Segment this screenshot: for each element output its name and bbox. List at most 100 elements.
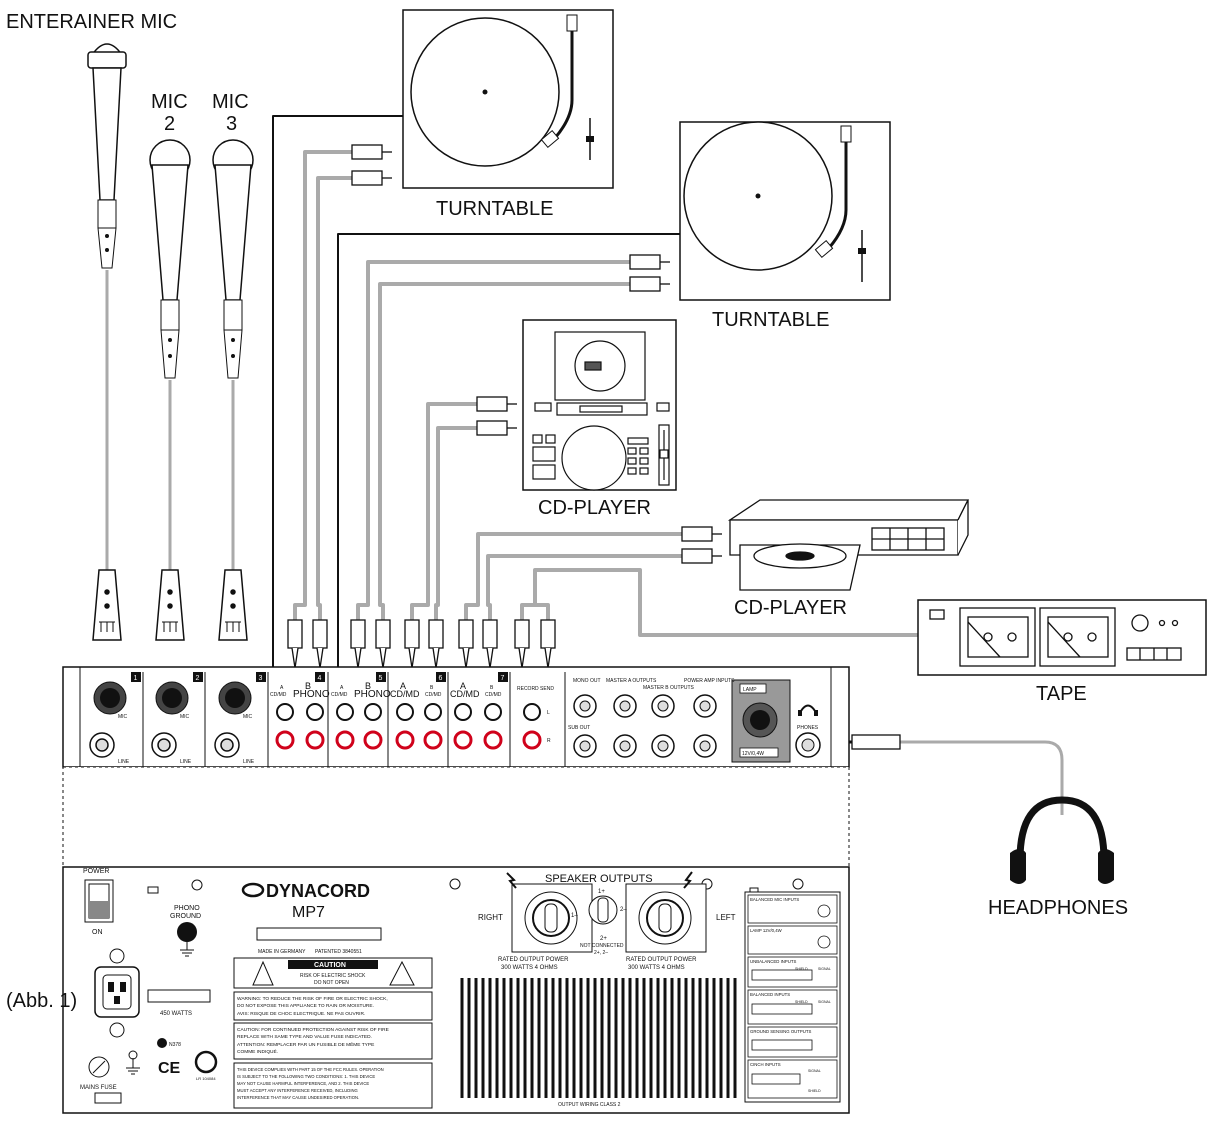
not-connected-pins-label: 2+, 2– — [594, 950, 608, 956]
ch1-line-label: LINE — [118, 759, 130, 765]
n378-label: N378 — [169, 1042, 181, 1048]
caution-sub2-label: DO NOT OPEN — [314, 980, 349, 986]
warning-triangle-icon — [252, 960, 274, 986]
cdplayer1-cable-left — [410, 402, 480, 620]
legend-ground-sensing: GROUND SENSING OUTPUTS — [750, 1029, 811, 1034]
channel-3-number: 3 — [259, 675, 263, 682]
not-connected-label: NOT CONNECTED — [580, 943, 624, 949]
fcc-text-3: MAY NOT CAUSE HARMFUL INTERFERENCE, AND … — [237, 1081, 369, 1086]
master-a-label: MASTER A OUTPUTS — [606, 678, 657, 684]
caution2-text-2: REPLACE WITH SAME TYPE AND VALUE FUSE IN… — [237, 1034, 372, 1040]
ch2-mic-label: MIC — [180, 714, 190, 720]
ch5-b-label: B — [365, 681, 371, 691]
ch1-mic-label: MIC — [118, 714, 128, 720]
heatsink — [460, 978, 737, 1098]
lamp-rating-label: 12V/0,4W — [742, 751, 764, 757]
mic-3 — [212, 139, 254, 379]
ch4-a-label: A — [280, 685, 284, 691]
channel-2-number: 2 — [196, 675, 200, 682]
fcc-text-5: INTERFERENCE THAT MAY CAUSE UNDESIRED OP… — [237, 1095, 359, 1100]
made-in-label: MADE IN GERMANY — [258, 949, 306, 955]
ch5-cdmd-label: CD/MD — [331, 692, 348, 698]
labels: ENTERAINER MIC MIC 2 MIC 3 TURNTABLE TUR… — [6, 11, 1128, 1012]
ground-symbol-icon — [126, 1058, 140, 1075]
mic3-label-top: MIC — [212, 91, 249, 113]
channel-6-number: 6 — [439, 675, 443, 682]
lightning-right-icon — [506, 872, 517, 889]
mixer-panel — [62, 666, 850, 868]
cdplayer2-label: CD-PLAYER — [734, 597, 847, 619]
channel-7-number: 7 — [501, 675, 505, 682]
ch6-cdmd-b-label: CD/MD — [425, 692, 442, 698]
caution2-text-1: CAUTION: FOR CONTINUED PROTECTION AGAINS… — [237, 1027, 389, 1033]
phones-label: PHONES — [797, 725, 819, 731]
ch7-a-label: A — [460, 681, 466, 691]
turntable-2 — [679, 121, 891, 301]
sub-out-label: SUB OUT — [568, 725, 590, 731]
ch5-phono-label: PHONO — [354, 689, 391, 700]
ch7-b-label: B — [490, 685, 494, 691]
headphone-icon — [800, 704, 816, 712]
legend-signal-2: SIGNAL — [818, 1000, 831, 1004]
ch6-a-label: A — [400, 681, 406, 691]
pin-1minus-label: 1– — [571, 913, 578, 919]
right-label: RIGHT — [478, 913, 503, 922]
phono-ground-terminal — [177, 922, 197, 942]
channel-number-badges: 1 2 3 4 5 6 7 — [131, 672, 508, 682]
left-label: LEFT — [716, 913, 736, 922]
caution-sub1-label: RISK OF ELECTRIC SHOCK — [300, 973, 366, 979]
phono-ground-symbol-icon — [180, 942, 194, 957]
headphones — [1010, 796, 1114, 884]
entertainer-mic — [87, 43, 127, 269]
mic3-label-number: 3 — [226, 113, 237, 135]
fcc-text-2: IS SUBJECT TO THE FOLLOWING TWO CONDITIO… — [237, 1074, 375, 1079]
c-tick-icon — [157, 1038, 167, 1048]
pin-2minus-label: 2– — [620, 907, 627, 913]
mic-2 — [149, 139, 191, 379]
channel-5-number: 5 — [379, 675, 383, 682]
power-label: POWER — [83, 868, 109, 875]
lr-code-label: LR 104084 — [196, 1076, 216, 1081]
pin-1plus-label: 1+ — [598, 889, 605, 895]
ce-mark: CE — [158, 1060, 181, 1077]
ch6-b-label: B — [430, 685, 434, 691]
rear-panel: CE — [62, 866, 850, 1114]
warning-text-2: DO NOT EXPOSE THIS APPLIANCE TO RAIN OR … — [237, 1003, 374, 1009]
ch4-b-label: B — [305, 681, 311, 691]
tape-label: TAPE — [1036, 683, 1087, 705]
legend-lamp: LAMP 12V/0,4W — [750, 928, 783, 933]
turntable1-cable-right — [316, 176, 352, 620]
lightning-left-icon — [683, 871, 693, 889]
legend-cinch: CINCH INPUTS — [750, 1062, 781, 1067]
attention-text-2: COMME INDIQUÉ. — [237, 1048, 278, 1055]
on-label: ON — [92, 929, 103, 936]
cdplayer1-cable-right — [434, 426, 480, 620]
rated-left-2: 300 WATTS 4 OHMS — [628, 965, 685, 971]
ch7-cdmd-label: CD/MD — [450, 689, 480, 699]
turntable2-label: TURNTABLE — [712, 309, 829, 331]
rear-labels: POWER ON PHONO GROUND 450 WATTS MAINS FU… — [80, 868, 831, 1108]
mic2-label-number: 2 — [164, 113, 175, 135]
model-label: MP7 — [292, 904, 325, 921]
channel-1-number: 1 — [134, 675, 138, 682]
master-b-label: MASTER B OUTPUTS — [643, 685, 695, 691]
turntable2-cable-right — [378, 282, 630, 620]
cdplayer1-label: CD-PLAYER — [538, 497, 651, 519]
mic2-label-top: MIC — [151, 91, 188, 113]
figure-reference: (Abb. 1) — [6, 990, 77, 1012]
ch4-cdmd-label: CD/MD — [270, 692, 287, 698]
brand-label: DYNACORD — [266, 881, 370, 901]
avis-text: AVIS: RISQUE DE CHOC ELECTRIQUE. NE PAS … — [237, 1011, 365, 1017]
cd-player-1 — [522, 319, 677, 491]
record-send-r-label: R — [547, 738, 551, 744]
record-send-label: RECORD SEND — [517, 686, 554, 692]
ch4-phono-label: PHONO — [293, 689, 330, 700]
legend-balanced: BALANCED INPUTS — [750, 992, 790, 997]
phono-ground-label-1: PHONO — [174, 905, 200, 912]
turntable1-label: TURNTABLE — [436, 198, 553, 220]
entertainer-mic-label: ENTERAINER MIC — [6, 11, 177, 33]
exclamation-triangle-icon — [389, 960, 415, 986]
xlr-plugs — [92, 569, 248, 641]
ch6-cdmd-label: CD/MD — [390, 689, 420, 699]
